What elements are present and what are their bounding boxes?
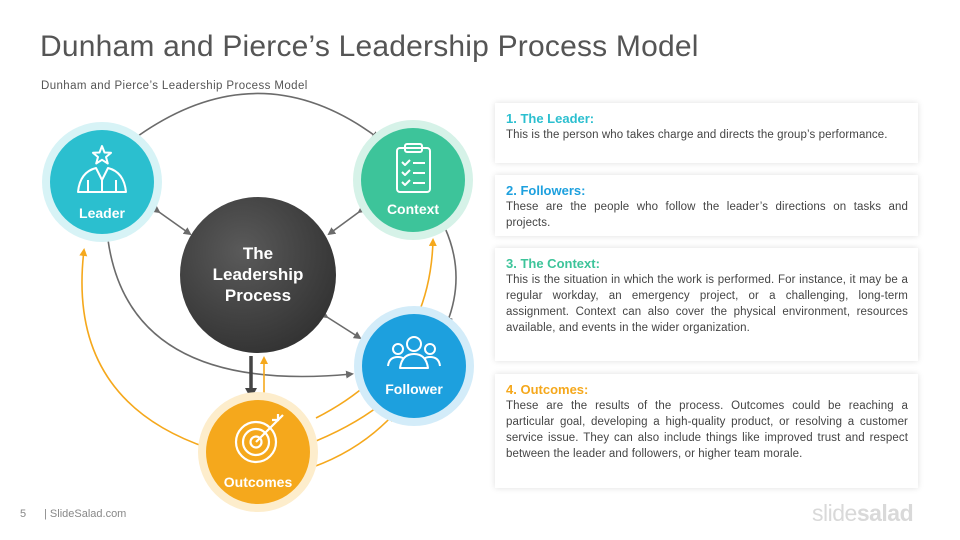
card-followers: 2. Followers: These are the people who f… xyxy=(495,175,918,236)
arrow-context-center xyxy=(327,205,367,236)
card-outcomes: 4. Outcomes: These are the results of th… xyxy=(495,374,918,488)
card-leader: 1. The Leader: This is the person who ta… xyxy=(495,103,918,163)
arrow-leader-follower xyxy=(103,233,354,379)
page-number: 5 xyxy=(20,508,27,520)
follower-circle xyxy=(362,314,466,418)
card-heading: 4. Outcomes: xyxy=(506,382,589,397)
page-title: Dunham and Pierce’s Leadership Process M… xyxy=(40,30,699,63)
card-context: 3. The Context: This is the situation in… xyxy=(495,248,918,361)
node-outcomes: Outcomes xyxy=(198,392,318,512)
leader-label: Leader xyxy=(79,205,125,221)
footer-brand: | SlideSalad.com xyxy=(44,508,127,520)
context-label: Context xyxy=(387,201,439,217)
context-circle xyxy=(361,128,465,232)
card-text: This is the person who takes charge and … xyxy=(506,129,888,141)
card-heading: 1. The Leader: xyxy=(506,111,595,126)
arrow-outcomes-follower-2 xyxy=(312,413,395,468)
arrow-leader-center xyxy=(151,205,192,236)
logo-part1: slide xyxy=(812,500,857,526)
slidesalad-logo: slidesalad xyxy=(812,500,914,527)
outcomes-label: Outcomes xyxy=(224,474,293,490)
card-text: This is the situation in which the work … xyxy=(506,274,908,334)
node-leader: Leader xyxy=(42,122,162,242)
arrow-context-follower xyxy=(438,220,457,325)
arrow-center-follower xyxy=(319,310,362,340)
center-label-line2: Leadership xyxy=(213,265,304,284)
card-text: These are the results of the process. Ou… xyxy=(506,400,908,460)
center-label-line1: The xyxy=(243,244,273,263)
logo-part2: salad xyxy=(856,500,914,526)
card-heading: 3. The Context: xyxy=(506,256,600,271)
node-center: The Leadership Process xyxy=(180,197,336,353)
card-heading: 2. Followers: xyxy=(506,183,586,198)
card-text: These are the people who follow the lead… xyxy=(506,201,908,229)
target-icon xyxy=(234,414,284,464)
arrow-leader-context xyxy=(130,92,380,143)
node-context: Context xyxy=(353,120,473,240)
clipboard-icon xyxy=(396,143,431,193)
arrow-outcomes-follower-1 xyxy=(305,403,382,446)
center-label-line3: Process xyxy=(225,286,291,305)
page-subtitle: Dunham and Pierce’s Leadership Process M… xyxy=(41,80,308,92)
group-icon xyxy=(387,336,441,369)
outcomes-circle xyxy=(206,400,310,504)
node-follower: Follower xyxy=(354,306,474,426)
follower-label: Follower xyxy=(385,381,443,397)
arrow-outcomes-leader xyxy=(79,248,209,449)
leader-icon xyxy=(77,145,127,193)
